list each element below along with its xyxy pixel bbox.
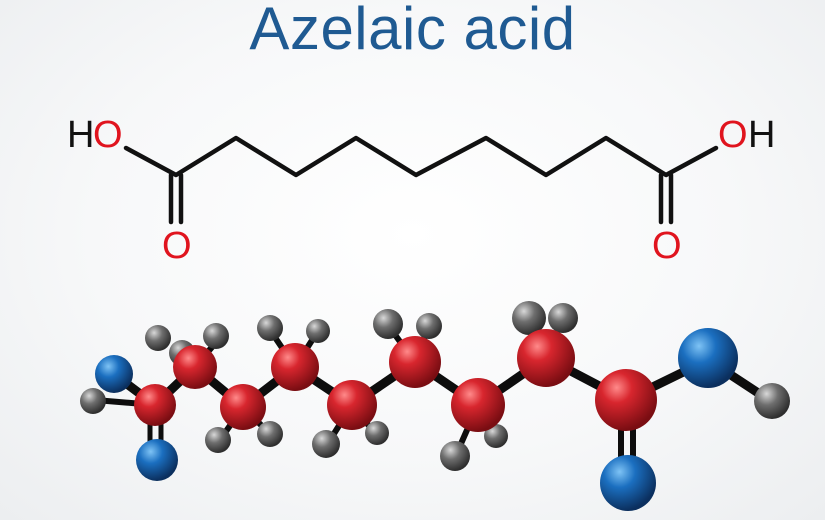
- carbon-atom: [271, 343, 319, 391]
- oxygen-atom: [600, 455, 656, 511]
- oxygen-atom: [678, 328, 738, 388]
- hydroxyl-o-right: O: [718, 114, 748, 156]
- hydrogen-atom: [512, 301, 546, 335]
- hydrogen-atom: [205, 427, 231, 453]
- carbon-atom: [517, 329, 575, 387]
- hydrogen-atom: [440, 441, 470, 471]
- hydrogen-atom: [484, 424, 508, 448]
- hydrogen-atom: [312, 430, 340, 458]
- hydrogen-atom: [80, 388, 106, 414]
- carbonyl-o-left: O: [162, 225, 192, 267]
- carbon-chain-bond: [123, 135, 719, 178]
- model-bonds: [92, 317, 777, 481]
- oxygen-atom: [95, 355, 133, 393]
- hydroxyl-o-left: O: [93, 114, 123, 156]
- skeletal-formula: [123, 135, 719, 225]
- hydrogen-atom: [257, 315, 283, 341]
- carbon-atom: [389, 336, 441, 388]
- hydrogen-atom: [373, 309, 403, 339]
- carbon-atom: [173, 345, 217, 389]
- hydrogen-atom: [145, 325, 171, 351]
- hydrogen-atom: [203, 323, 229, 349]
- hydrogen-atom: [416, 313, 442, 339]
- carbon-atom: [134, 384, 176, 426]
- hydroxyl-h-left: H: [67, 114, 94, 156]
- oxygen-atom: [136, 439, 178, 481]
- hydrogen-atom: [548, 303, 578, 333]
- carbon-atom: [220, 384, 266, 430]
- carbon-atom: [327, 380, 377, 430]
- page-title: Azelaic acid: [249, 0, 576, 62]
- oxygen-atoms: [95, 328, 738, 511]
- hydrogen-atom: [306, 319, 330, 343]
- hydrogen-atom: [754, 383, 790, 419]
- carbon-atoms: [134, 329, 657, 432]
- carbon-atom: [595, 369, 657, 431]
- carbon-atom: [451, 378, 505, 432]
- ball-and-stick-model: [80, 301, 790, 511]
- hydrogen-atom: [365, 421, 389, 445]
- hydrogen-atom: [257, 421, 283, 447]
- hydroxyl-h-right: H: [748, 114, 775, 156]
- carbonyl-o-right: O: [652, 225, 682, 267]
